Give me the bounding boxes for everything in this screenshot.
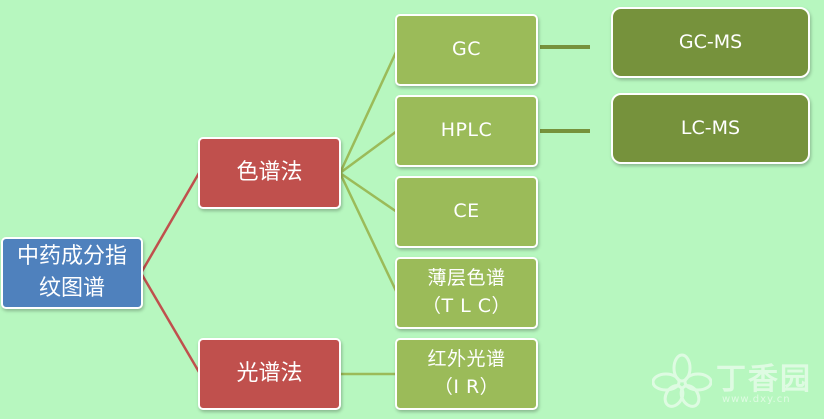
node-hplc-label: HPLC (440, 119, 493, 142)
node-gc-ms[interactable]: GC-MS (611, 7, 810, 78)
watermark-url: www.dxy.cn (722, 394, 791, 405)
node-gc[interactable]: GC (395, 14, 538, 86)
node-lc-ms[interactable]: LC-MS (611, 93, 810, 164)
node-hplc[interactable]: HPLC (395, 95, 538, 167)
node-gc-ms-label: GC-MS (678, 30, 743, 53)
connector-root-spectroscopy (139, 272, 201, 373)
watermark-logo: 丁香园 www.dxy.cn (650, 352, 820, 412)
connector-chromatography-gc (338, 49, 399, 174)
node-ce-label: CE (453, 200, 480, 223)
node-lc-ms-label: LC-MS (680, 116, 741, 139)
node-spectroscopy[interactable]: 光谱法 (198, 338, 341, 410)
node-gc-label: GC (452, 38, 481, 61)
node-ir-label: 红外光谱 （I R） (427, 348, 506, 398)
root-node-label: 中药成分指纹图谱 (16, 244, 127, 301)
connector-chromatography-ce (339, 171, 398, 214)
node-ir[interactable]: 红外光谱 （I R） (395, 338, 538, 410)
root-node[interactable]: 中药成分指纹图谱 (1, 237, 143, 309)
node-chromatography[interactable]: 色谱法 (198, 137, 341, 209)
flower-icon (652, 353, 712, 408)
node-spectroscopy-label: 光谱法 (236, 361, 303, 387)
node-ce[interactable]: CE (395, 176, 538, 248)
node-tlc[interactable]: 薄层色谱 （T L C） (395, 257, 538, 329)
connector-root-chromatography (139, 172, 201, 274)
node-chromatography-label: 色谱法 (236, 160, 303, 186)
connector-chromatography-hplc (339, 129, 398, 175)
node-tlc-label: 薄层色谱 （T L C） (421, 267, 512, 317)
connector-chromatography-tlc (338, 172, 399, 294)
watermark-text: 丁香园 (716, 362, 812, 397)
